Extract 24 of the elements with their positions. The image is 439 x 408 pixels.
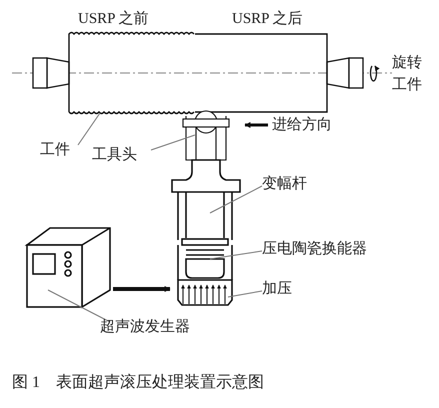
part-label: 工具头 xyxy=(92,146,137,164)
text-label: 进给方向 xyxy=(272,116,332,134)
horn-drawing xyxy=(171,159,241,241)
workpiece-drawing xyxy=(68,32,328,114)
arrow xyxy=(113,286,171,292)
text-label: USRP 之后 xyxy=(232,10,303,28)
text-label: 旋转工件 xyxy=(392,54,423,95)
part-label: 加压 xyxy=(262,280,292,298)
leader-line xyxy=(78,112,100,146)
leader-line xyxy=(48,290,110,322)
text-label: USRP 之前 xyxy=(78,10,149,28)
tool-head-drawing xyxy=(182,110,230,161)
leader-line xyxy=(228,290,262,298)
part-label: 超声波发生器 xyxy=(100,318,190,336)
part-label: 工件 xyxy=(40,141,70,159)
part-label: 变幅杆 xyxy=(262,175,307,193)
leader-line xyxy=(150,134,196,150)
pressure-head-drawing xyxy=(177,279,233,306)
figure-caption: 图 1 表面超声滚压处理装置示意图 xyxy=(12,374,264,392)
leader-line xyxy=(210,186,262,214)
part-label: 压电陶瓷换能器 xyxy=(262,240,367,258)
leader-line xyxy=(210,250,262,260)
transducer-drawing xyxy=(177,238,233,281)
generator-drawing xyxy=(26,227,111,308)
